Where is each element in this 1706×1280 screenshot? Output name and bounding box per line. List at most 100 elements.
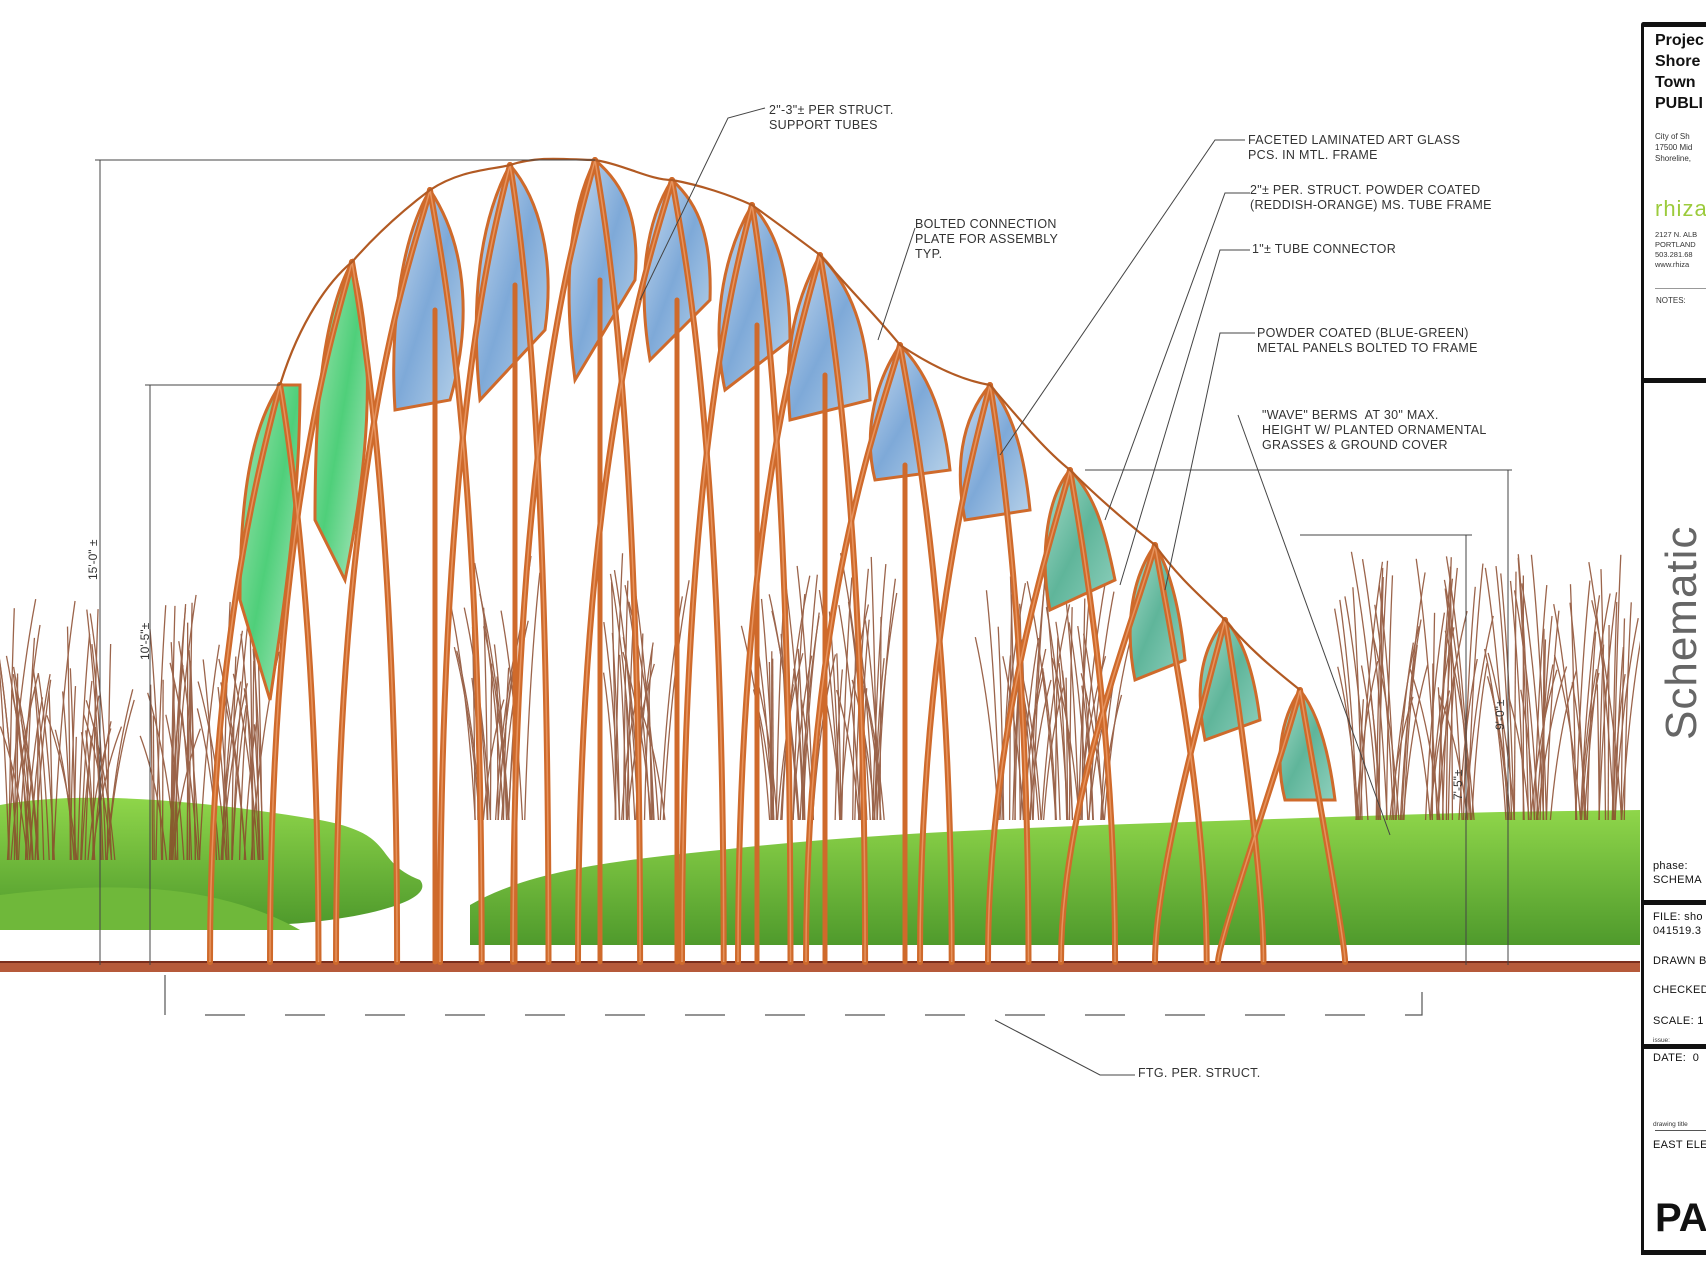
grass-blade [997,626,1005,821]
frame-tube-highlight [1224,619,1265,963]
support-tubes-note: 2"-3"± PER STRUCT. SUPPORT TUBES [769,103,894,132]
grass-blade [1447,676,1455,821]
grass-blade [1065,677,1069,821]
grass-blade [1536,666,1568,821]
grass-blade [1403,644,1418,821]
grass-blade [20,719,39,861]
grass-blade [1441,567,1458,821]
frame-tube-highlight [439,164,511,963]
grass-blade [1553,604,1578,821]
grass-blade [0,668,10,861]
grass-blade [1399,619,1422,821]
grass-blade [1029,584,1046,821]
grass-blade [1517,554,1532,821]
grass-blade [1620,618,1626,821]
grass-blade [1436,610,1468,821]
grass-blade [479,593,510,821]
grass-blade [662,580,690,821]
grass-blade [851,679,876,821]
grass-blade [165,714,185,861]
overall-height-dim: 15'-0" ± [86,539,100,581]
grass-blade [1513,590,1539,821]
grass-blade [1028,679,1052,821]
grass-blade [84,735,92,861]
grass-blade [1579,595,1601,821]
grass-blade [29,674,51,861]
right-height-b-dim: 9'-0"± [1493,699,1507,730]
grass-blade [1054,637,1059,821]
grass-blade [186,671,191,861]
grass-blade [1487,652,1516,821]
grass-blade [609,573,636,821]
grass-blade [841,577,853,821]
frame-tube-highlight [751,204,792,963]
grass-blade [252,648,264,861]
grass-blade [1467,563,1484,821]
frame-tube-highlight [919,384,991,963]
grass-blade [232,673,259,861]
tube-connector-note: 1"± TUBE CONNECTOR [1252,242,1397,256]
grass-blade [66,626,72,861]
grass-blade [646,689,654,821]
grass-blade [1623,602,1632,821]
checked-by: CHECKED [1653,984,1706,996]
frame-tube-highlight [429,189,483,963]
grass-blade [494,653,516,821]
tube-frame-highlight [209,159,1346,963]
grass-blade [80,680,93,861]
grass-blade [73,736,77,861]
grass-blade [188,650,197,861]
grass-blade [1614,617,1639,821]
grass-blade [1484,567,1509,821]
grass-blade [1370,698,1382,821]
grass-blade [524,572,541,821]
grass-blade [502,667,510,821]
grass-blade [1409,668,1441,821]
title-block: Projec Shore Town PUBLI City of Sh 17500… [1641,0,1706,1280]
grass-blade [1040,604,1071,821]
grass-blade [1621,640,1640,821]
title-block-rule [1641,1044,1706,1049]
dimension-lines [95,159,1512,965]
frame-tube-highlight [209,384,281,963]
frame-tube-highlight [737,254,821,963]
title-block-rule [1641,378,1706,383]
drawing-title-label: drawing title [1653,1121,1688,1128]
grass-blade [1600,569,1607,821]
grass-blade [178,641,201,861]
grass-blade [1334,608,1358,821]
grass-blade [1100,694,1123,821]
grass-blade [1607,625,1610,821]
footing-note: FTG. PER. STRUCT. [1138,1066,1261,1080]
grass-blade [603,621,621,821]
grass-blade [876,578,897,821]
grass-blade [780,575,811,821]
metal-panels-note: POWDER COATED (BLUE-GREEN) METAL PANELS … [1257,326,1478,355]
grass-blade [836,653,842,821]
frame-tube-highlight [279,384,320,963]
grass-blade [198,644,220,861]
right-height-a-dim: 7'-5"± [1451,769,1465,800]
grass-blade [106,689,134,861]
grass-blade [196,708,220,861]
frame-tube-highlight [512,159,596,963]
client-address: City of Sh 17500 Mid Shoreline, [1655,132,1693,163]
grass-blade [69,668,77,861]
grass-blade [1553,654,1582,821]
grass-blade [450,606,476,821]
grass-blade [170,605,176,861]
grass-blade [85,700,116,861]
grass-blade [1530,554,1548,821]
grass-blade [873,658,885,821]
grass-blade [1542,628,1545,821]
frame-tube-highlight [509,164,550,963]
phase-label: phase: [1653,860,1688,872]
grass-blade [834,669,844,821]
frame-tube-highlight [577,179,673,963]
date: DATE: 0 [1653,1052,1700,1064]
grass-blade [1431,663,1434,821]
grass-blade [238,705,248,861]
grass-blade [1513,571,1517,821]
grass-blade [12,674,29,861]
grass-blade [18,697,40,861]
